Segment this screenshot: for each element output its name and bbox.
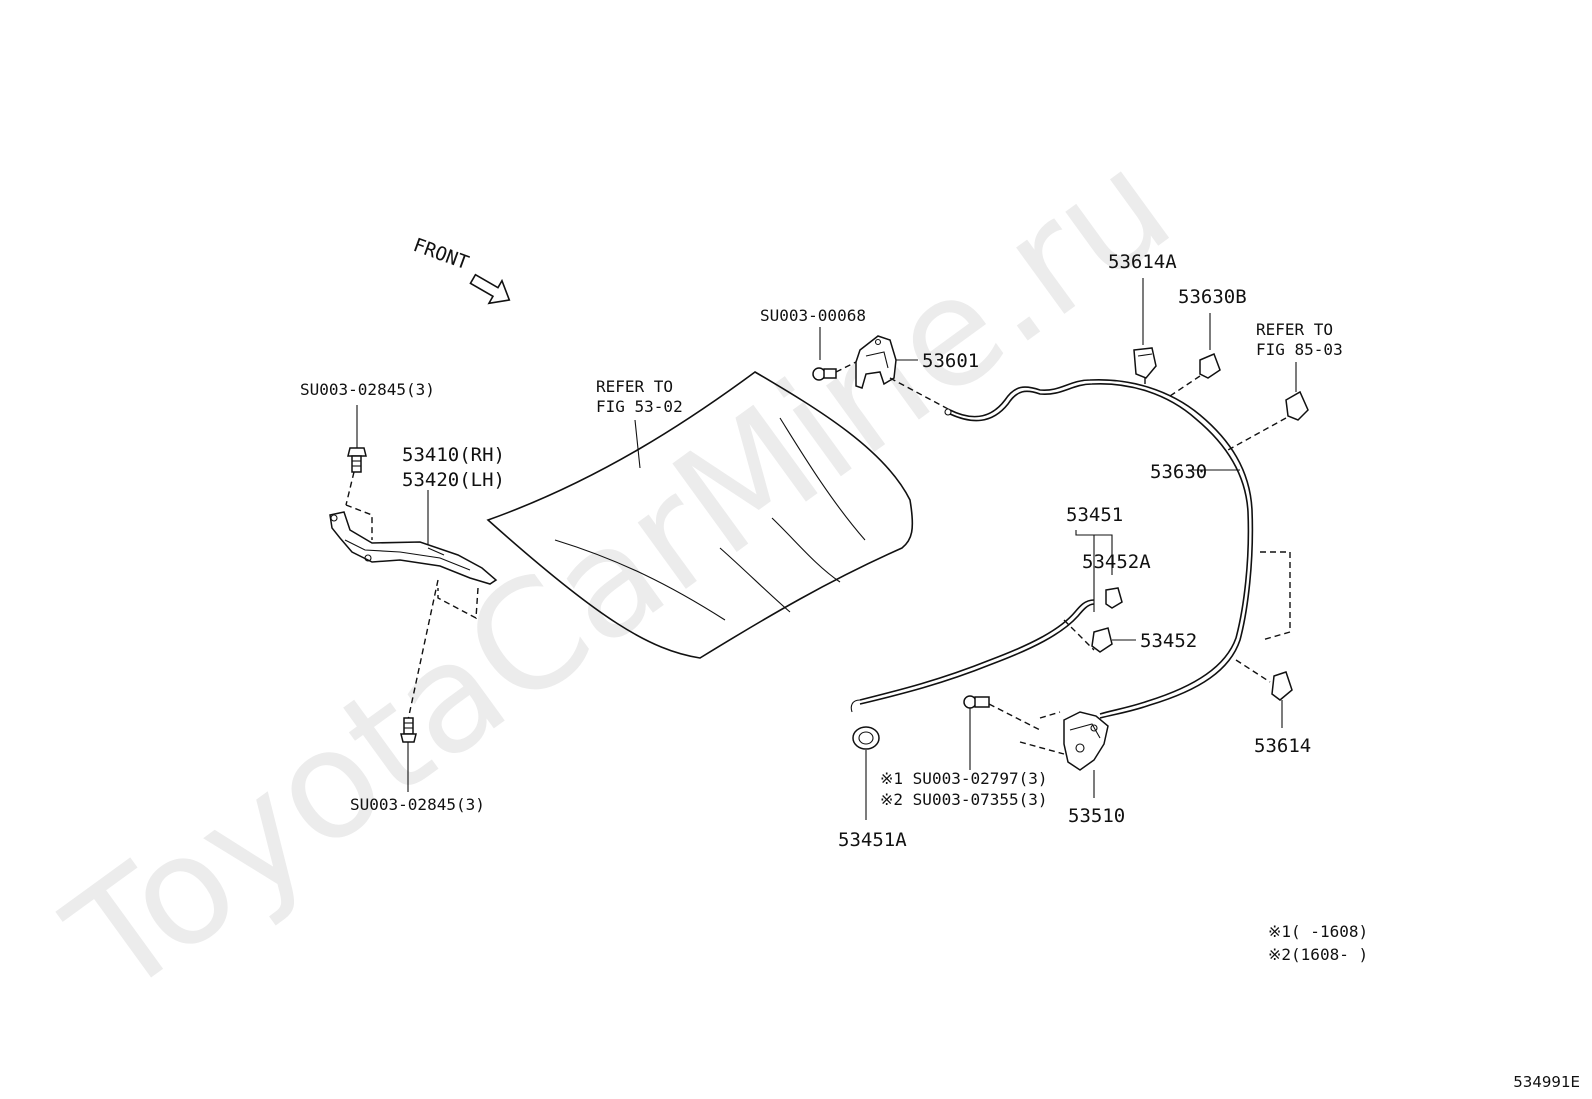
label-53601: 53601	[922, 350, 979, 372]
clip-53452	[1091, 627, 1113, 653]
grommet-53451a: 53451A	[838, 726, 907, 851]
label-refer-hood-1: REFER TO	[596, 377, 673, 396]
label-su003-07355: ※2 SU003-07355(3)	[880, 790, 1048, 809]
clip-53452a	[1105, 587, 1123, 609]
inner-release-cable: 53451 53452A 53452	[850, 504, 1197, 713]
bolt-icon-lock	[963, 695, 990, 709]
cable-clamp-53614: 53614	[1235, 659, 1311, 757]
label-53451a: 53451A	[838, 829, 907, 851]
hood-hinge-bracket	[329, 511, 498, 585]
label-53410-rh: 53410(RH)	[402, 444, 505, 466]
bolt-icon-hinge-bottom	[400, 717, 417, 743]
release-cable: 53630	[944, 379, 1254, 719]
refer-fig-85-03: REFER TO FIG 85-03	[1227, 320, 1343, 451]
front-indicator: FRONT	[410, 234, 511, 305]
release-lever-assembly: SU003-00068 53601	[760, 306, 979, 411]
cable-clip-53630b: 53630B	[1169, 286, 1247, 397]
label-53452: 53452	[1140, 630, 1197, 652]
bolt-icon-lever	[812, 367, 837, 381]
release-lever	[855, 335, 897, 389]
label-53452a: 53452A	[1082, 551, 1151, 573]
hood-hinge-assembly: SU003-02845(3) 53410(RH) 53420(LH) SU003…	[300, 380, 505, 814]
front-arrow-icon	[469, 273, 511, 305]
note-2: ※2(1608- )	[1268, 945, 1368, 964]
label-53614a: 53614A	[1108, 251, 1177, 273]
hood-panel: REFER TO FIG 53-02	[486, 371, 914, 659]
label-refer-85-2: FIG 85-03	[1256, 340, 1343, 359]
cable-clamp-53614a: 53614A	[1108, 251, 1177, 386]
hood-lock-assembly: 53510 ※1 SU003-02797(3) ※2 SU003-07355(3…	[880, 695, 1125, 827]
label-su003-02845-top: SU003-02845(3)	[300, 380, 435, 399]
label-refer-hood-2: FIG 53-02	[596, 397, 683, 416]
label-su003-00068: SU003-00068	[760, 306, 866, 325]
label-refer-85-1: REFER TO	[1256, 320, 1333, 339]
label-53630: 53630	[1150, 461, 1207, 483]
label-su003-02845-bottom: SU003-02845(3)	[350, 795, 485, 814]
front-label: FRONT	[410, 234, 471, 274]
label-53510: 53510	[1068, 805, 1125, 827]
note-1: ※1( -1608)	[1268, 922, 1368, 941]
label-53630b: 53630B	[1178, 286, 1247, 308]
label-53420-lh: 53420(LH)	[402, 469, 505, 491]
hood-lock	[1063, 711, 1109, 771]
label-53451: 53451	[1066, 504, 1123, 526]
label-53614: 53614	[1254, 735, 1311, 757]
figure-code: 534991E	[1513, 1073, 1580, 1091]
label-su003-02797: ※1 SU003-02797(3)	[880, 769, 1048, 788]
watermark: ToyotaCarMine.ru	[38, 118, 1201, 1030]
bolt-icon-hinge-top	[347, 447, 367, 473]
